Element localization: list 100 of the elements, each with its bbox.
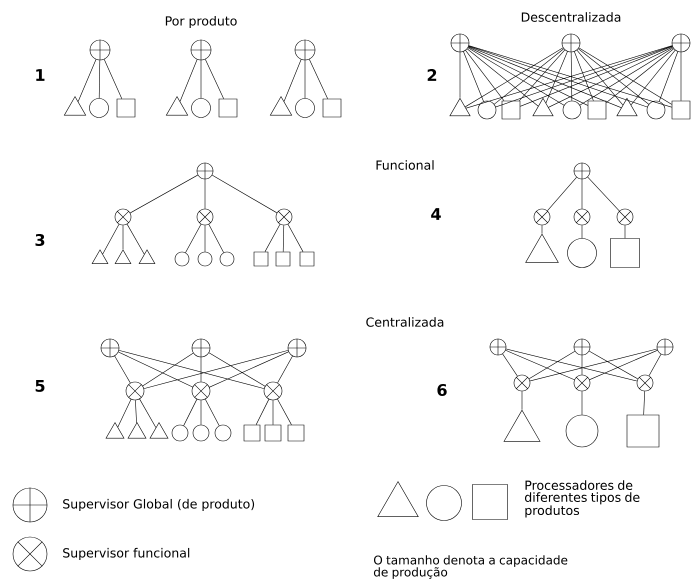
connector-line bbox=[284, 59, 302, 102]
connector-line bbox=[587, 176, 620, 212]
connector-line bbox=[118, 350, 264, 389]
connector-line bbox=[102, 224, 120, 254]
connector-line bbox=[122, 225, 124, 250]
functional-supervisor-symbol bbox=[636, 374, 654, 392]
connector-line bbox=[648, 354, 662, 376]
connector-line bbox=[547, 176, 577, 212]
connector-line bbox=[204, 225, 206, 252]
functional-supervisor-symbol bbox=[276, 208, 292, 226]
connector-line bbox=[114, 356, 131, 384]
connector-line bbox=[578, 48, 649, 105]
connector-line bbox=[630, 50, 676, 106]
circle-processor bbox=[220, 252, 234, 266]
connector-line bbox=[288, 224, 304, 252]
connector-line bbox=[135, 400, 137, 424]
connector-line bbox=[256, 399, 270, 425]
functional-supervisor-symbol bbox=[114, 208, 132, 226]
square-processor bbox=[276, 252, 290, 266]
connector-line bbox=[98, 60, 100, 98]
connector-line bbox=[209, 352, 289, 388]
square-processor bbox=[626, 414, 660, 448]
connector-line bbox=[528, 350, 576, 380]
global-supervisor-symbol bbox=[671, 33, 691, 53]
global-supervisor-symbol bbox=[573, 162, 591, 180]
connector-line bbox=[208, 352, 266, 387]
legend-item: Processadores de diferentes tipos de produtos bbox=[377, 480, 640, 521]
global-supervisor-symbol bbox=[100, 338, 120, 358]
connector-line bbox=[200, 357, 202, 382]
connector-line bbox=[624, 225, 626, 238]
global-supervisor-symbol bbox=[450, 33, 470, 53]
connector-line bbox=[183, 399, 198, 426]
connector-line bbox=[680, 52, 682, 101]
square-processor bbox=[610, 238, 640, 268]
panel-number: 3 bbox=[36, 234, 44, 246]
panel-number: 5 bbox=[36, 380, 44, 392]
circle-processor bbox=[172, 424, 188, 442]
global-supervisor-symbol bbox=[191, 338, 211, 358]
connector-line bbox=[185, 224, 202, 253]
triangle-processor bbox=[525, 234, 559, 263]
panel-title: Funcional bbox=[376, 160, 434, 170]
circle-processor bbox=[174, 252, 190, 266]
connector-line bbox=[130, 174, 198, 214]
panel-title: Por produto bbox=[166, 16, 237, 28]
square-processor bbox=[116, 98, 136, 118]
circle-processor bbox=[567, 238, 597, 268]
square-processor bbox=[300, 252, 314, 266]
connector-line bbox=[212, 174, 278, 214]
connector-line bbox=[200, 400, 202, 425]
connector-line bbox=[589, 350, 658, 380]
connector-line bbox=[506, 348, 638, 382]
connector-line bbox=[494, 48, 564, 104]
connector-line bbox=[468, 46, 622, 108]
circle-processor bbox=[191, 98, 211, 118]
connector-line bbox=[142, 352, 194, 386]
circle-processor bbox=[192, 424, 210, 442]
connector-line bbox=[466, 48, 538, 106]
square-processor bbox=[588, 100, 606, 120]
connector-line bbox=[78, 59, 96, 102]
functional-supervisor-symbol bbox=[514, 374, 530, 392]
panel-number: 2 bbox=[428, 69, 436, 81]
global-supervisor-symbol bbox=[561, 33, 581, 53]
connector-line bbox=[205, 398, 220, 426]
connector-line bbox=[272, 400, 274, 425]
note-text: O tamanho denota a capacidade de produção bbox=[374, 555, 568, 579]
circle-processor bbox=[566, 414, 598, 448]
global-supervisor-symbol bbox=[294, 39, 316, 61]
circle-processor bbox=[478, 100, 496, 120]
connector-line bbox=[530, 348, 658, 382]
connector-line bbox=[126, 224, 145, 254]
square-processor bbox=[322, 98, 342, 118]
global-supervisor-symbol bbox=[287, 338, 307, 358]
connector-line bbox=[502, 354, 518, 376]
square-processor bbox=[288, 424, 304, 442]
functional-supervisor-symbol bbox=[534, 208, 550, 226]
connector-line bbox=[505, 350, 575, 380]
global-supervisor-symbol bbox=[489, 338, 507, 356]
functional-supervisor-symbol bbox=[574, 374, 590, 392]
connector-line bbox=[468, 46, 588, 106]
connector-line bbox=[520, 46, 673, 107]
connector-line bbox=[264, 224, 280, 252]
global-supervisor-symbol bbox=[89, 39, 111, 61]
functional-supervisor-symbol bbox=[126, 382, 144, 400]
connector-line bbox=[574, 51, 594, 101]
functional-supervisor-symbol bbox=[196, 208, 214, 226]
connector-line bbox=[606, 48, 674, 103]
connector-line bbox=[588, 350, 638, 380]
square-processor bbox=[502, 100, 520, 120]
connector-line bbox=[205, 59, 224, 99]
legend-item: Supervisor funcional bbox=[12, 536, 190, 572]
connector-line bbox=[180, 59, 198, 102]
circle-processor bbox=[562, 100, 582, 120]
connector-line bbox=[277, 398, 292, 425]
square-processor bbox=[218, 98, 238, 118]
connector-line bbox=[104, 59, 122, 99]
functional-supervisor-symbol bbox=[264, 382, 282, 400]
circle-processor bbox=[198, 252, 212, 266]
global-supervisor-symbol bbox=[196, 162, 214, 180]
functional-supervisor-symbol bbox=[616, 208, 634, 226]
connector-line bbox=[208, 224, 224, 253]
